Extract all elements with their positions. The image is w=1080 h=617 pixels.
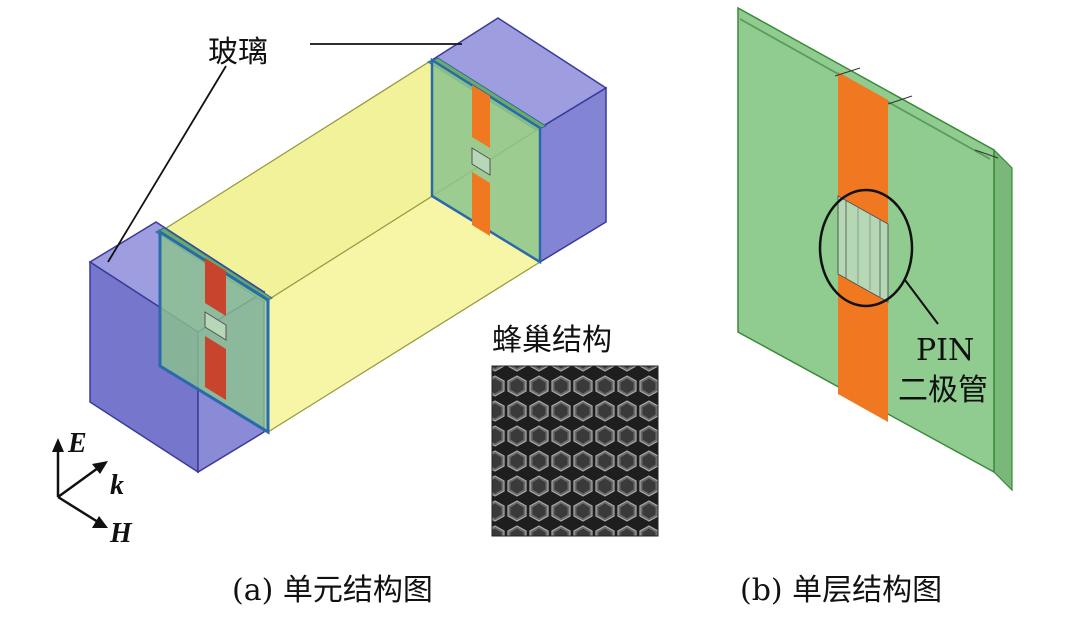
glass-label: 玻璃 (208, 35, 268, 70)
near-layer (154, 227, 274, 435)
pin-highlight-circle (818, 188, 914, 308)
honeycomb-image (491, 365, 659, 537)
caption-a: (a) 单元结构图 (232, 573, 433, 608)
coordinate-axes (52, 438, 108, 528)
axis-h-label: H (109, 518, 133, 549)
far-layer (426, 57, 548, 265)
pin-label-line2: 二极管 (898, 373, 988, 408)
axis-e-label: E (67, 428, 87, 459)
pin-label-line1: PIN (916, 333, 974, 368)
single-layer (737, 6, 1013, 492)
honeycomb-label: 蜂巢结构 (492, 323, 612, 358)
pin-leader-line (904, 279, 939, 325)
glass-leaders (107, 43, 462, 263)
axis-k-label: k (110, 470, 124, 501)
caption-b: (b) 单层结构图 (740, 573, 942, 608)
